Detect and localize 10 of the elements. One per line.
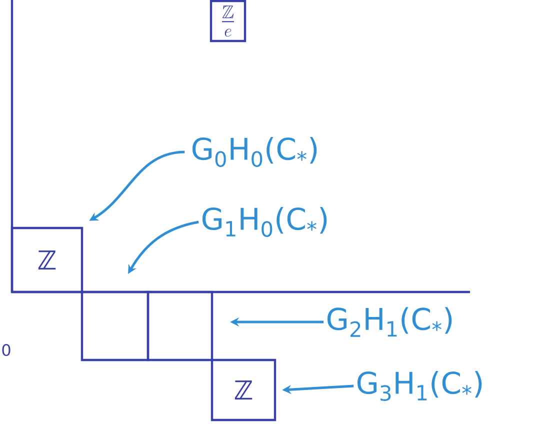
group-label: G$_{2}$H$_{1}$(C$_{*}$) bbox=[327, 307, 452, 337]
empty-box bbox=[146, 290, 214, 362]
value-box: $\frac{\mathbb{Z}}{e}$ bbox=[210, 0, 246, 42]
group-label: G$_{1}$H$_{0}$(C$_{*}$) bbox=[202, 207, 327, 237]
value-box: ℤ bbox=[210, 358, 276, 422]
value-box: ℤ bbox=[10, 226, 84, 294]
group-label: G$_{0}$H$_{0}$(C$_{*}$) bbox=[192, 137, 317, 167]
axis-label: 0 bbox=[2, 344, 10, 356]
group-label: G$_{3}$H$_{1}$(C$_{*}$) bbox=[357, 371, 482, 401]
empty-box bbox=[80, 290, 150, 362]
